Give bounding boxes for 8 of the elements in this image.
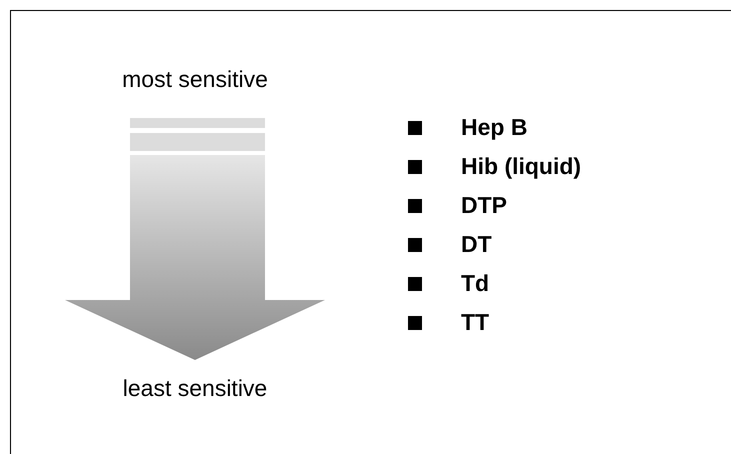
vaccine-name: Hib (liquid) — [461, 153, 582, 180]
vaccine-name: DTP — [461, 192, 507, 219]
scale-label: least sensitive — [122, 375, 268, 402]
vaccine-name: TT — [461, 309, 490, 336]
vaccine-name: Hep B — [461, 114, 528, 141]
vaccine-name: Td — [461, 270, 490, 297]
vaccine-name: DT — [461, 231, 492, 258]
scale-label: most sensitive — [122, 66, 268, 93]
